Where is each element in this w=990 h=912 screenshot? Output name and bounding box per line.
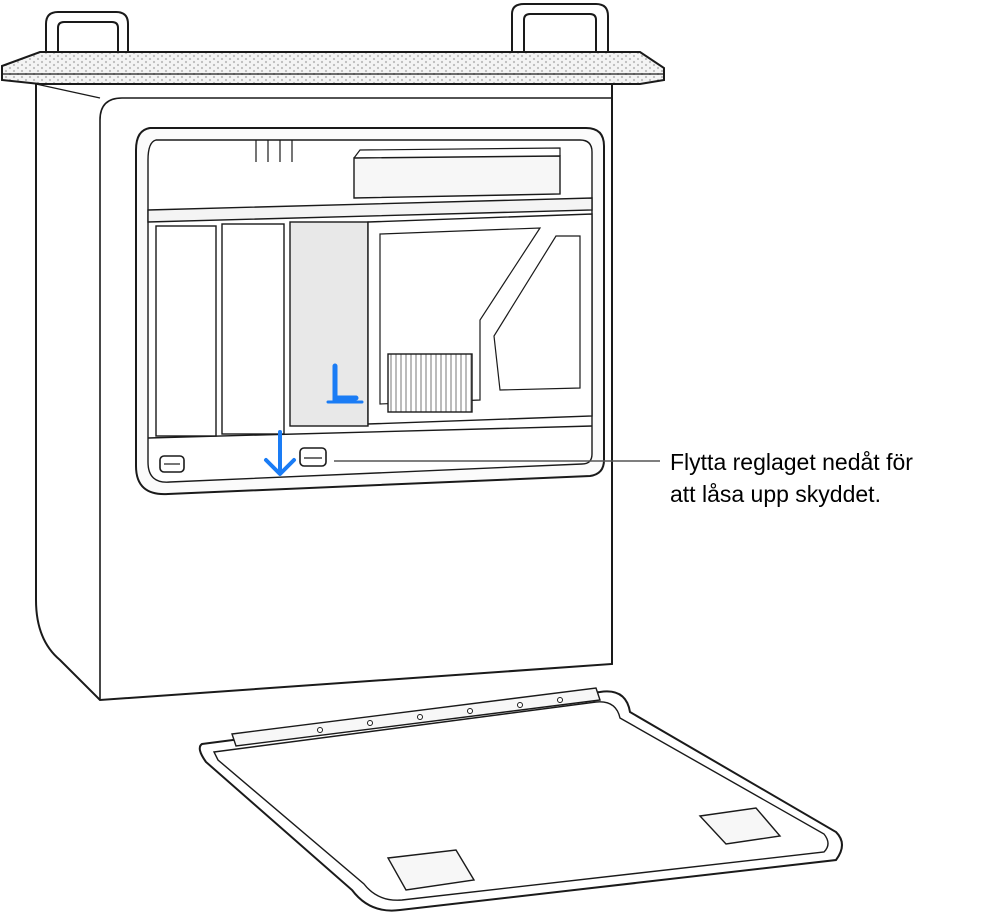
vent-grille <box>387 353 473 413</box>
highlighted-module <box>289 221 369 427</box>
module-slot-2 <box>221 223 285 435</box>
down-arrow-icon <box>264 430 296 476</box>
latch-icon <box>326 363 364 404</box>
right-handle <box>511 3 609 68</box>
callout-line-1: Flytta reglaget nedåt för <box>670 449 913 475</box>
left-latch <box>159 455 185 473</box>
callout-label: Flytta reglaget nedåt för att låsa upp s… <box>670 446 913 510</box>
module-slot-1 <box>155 225 217 437</box>
removed-side-panel <box>198 687 843 912</box>
left-handle <box>45 11 129 78</box>
slide-latch <box>299 447 327 467</box>
callout-line-2: att låsa upp skyddet. <box>670 481 881 507</box>
top-grille <box>0 51 665 85</box>
